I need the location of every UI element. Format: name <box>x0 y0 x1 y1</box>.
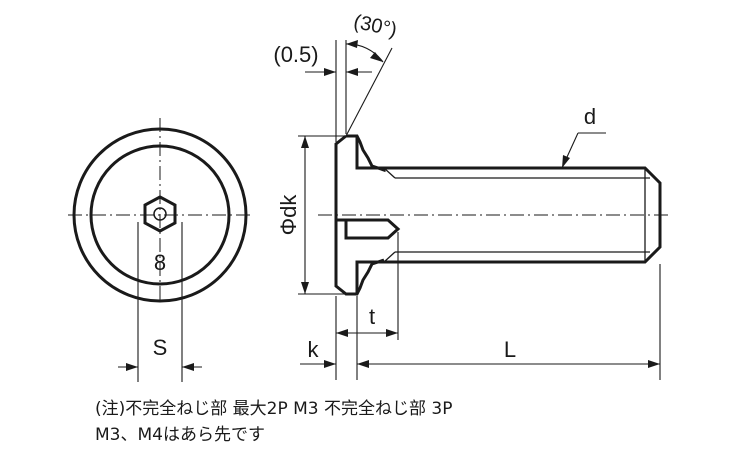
head-top-right <box>355 136 384 170</box>
s-arrow-left <box>126 363 138 371</box>
offset-arrow-right <box>346 68 358 76</box>
note-line-2: M3、M4はあら先です <box>95 425 265 445</box>
hex-socket-icon <box>143 195 177 233</box>
head-bottom-right <box>355 260 384 294</box>
dk-arrow-top <box>301 136 309 148</box>
t-arrow-right <box>386 329 398 337</box>
socket-mark: 8 <box>154 250 166 275</box>
length-label: L <box>504 337 516 362</box>
l-arrow-right <box>648 360 660 368</box>
dk-arrow-bottom <box>301 282 309 294</box>
head-end-view: 8 S <box>68 118 252 382</box>
socket-recess <box>336 218 401 240</box>
chamfer-angle-label: (30°) <box>352 11 399 42</box>
chamfer-extension <box>345 47 393 137</box>
socket-width-label: S <box>153 335 168 360</box>
thread-diameter-label: d <box>584 104 596 129</box>
screw-side-view: Φdk k L t d (0.5) <box>273 11 672 380</box>
thread-runout-bottom <box>383 251 396 263</box>
k-arrow <box>324 360 336 368</box>
l-arrow-left <box>357 360 369 368</box>
note-line-1: (注)不完全ねじ部 最大2P M3 不完全ねじ部 3P <box>95 399 453 419</box>
thread-runout-top <box>383 167 396 179</box>
offset-arrow-left <box>324 68 336 76</box>
head-height-label: k <box>308 337 320 362</box>
t-arrow-left <box>336 329 348 337</box>
socket-depth-label: t <box>369 304 375 329</box>
d-leader-arrow <box>562 155 570 168</box>
angle-arrow-right <box>370 52 383 62</box>
angle-arrow-left <box>346 40 358 48</box>
head-diameter-label: Φdk <box>276 194 301 236</box>
s-arrow-right <box>182 363 194 371</box>
offset-label: (0.5) <box>273 42 318 67</box>
